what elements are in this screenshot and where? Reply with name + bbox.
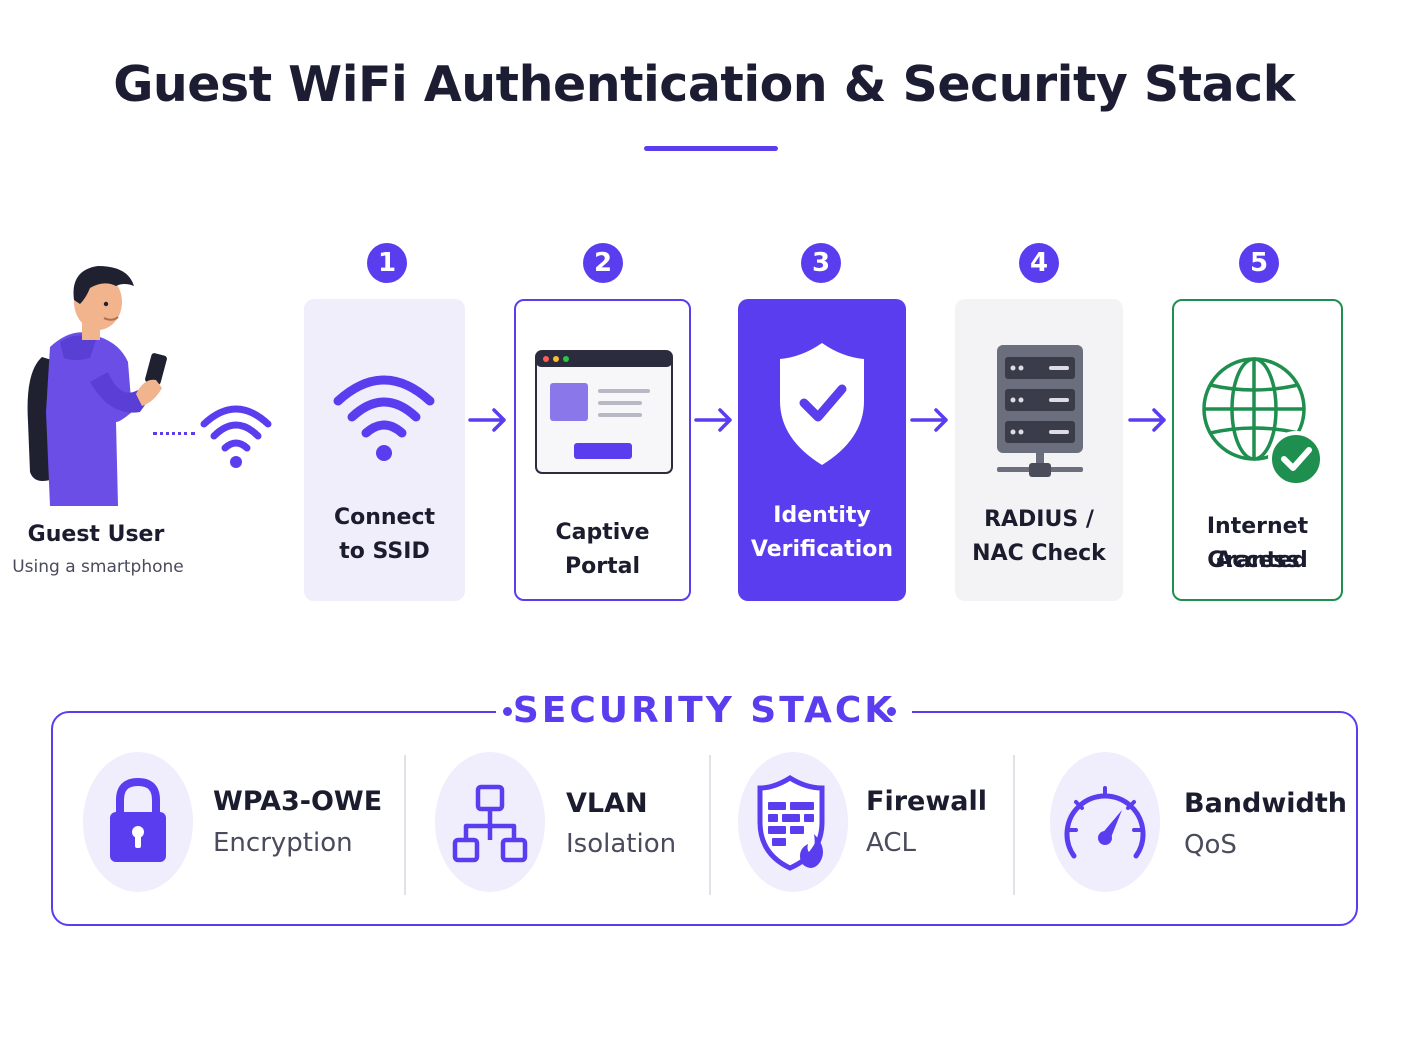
- server-icon: [995, 343, 1085, 485]
- step-1-label-line2: to SSID: [339, 539, 430, 564]
- guest-user-label: Guest User: [27, 522, 165, 547]
- guest-user-illustration: [20, 262, 180, 508]
- step-connect-ssid-card: Connect to SSID: [304, 299, 465, 601]
- step-2-label: Captive Portal: [555, 520, 650, 579]
- stack-divider: [1013, 755, 1015, 895]
- stack-item-3-subtitle: ACL: [866, 828, 916, 858]
- stack-item-4-title: Bandwidth: [1184, 788, 1348, 819]
- step-3-label-line1: Identity: [773, 503, 871, 528]
- padlock-icon: [106, 776, 170, 866]
- title-dot-right: [887, 707, 896, 716]
- step-1-badge: 1: [367, 243, 407, 283]
- step-2-badge: 2: [583, 243, 623, 283]
- step-3-badge: 3: [801, 243, 841, 283]
- firewall-shield-icon: [756, 774, 832, 872]
- title-dot-left: [503, 707, 512, 716]
- arrow-right-icon: [1126, 405, 1170, 435]
- stack-item-2-title: VLAN: [566, 788, 648, 819]
- security-stack-title-backdrop: [496, 686, 912, 738]
- title-underline: [644, 146, 778, 151]
- step-identity-verification-card: Identity Verification: [738, 299, 906, 601]
- network-tree-icon: [452, 784, 528, 864]
- stack-item-1-title: WPA3-OWE: [213, 786, 383, 817]
- stack-item-3-title: Firewall: [866, 786, 987, 817]
- step-4-label-line2: NAC Check: [972, 541, 1106, 566]
- security-stack-panel: [51, 711, 1358, 926]
- wifi-icon: [332, 367, 436, 467]
- stack-divider: [709, 755, 711, 895]
- stack-item-1-subtitle: Encryption: [213, 828, 353, 858]
- guest-user-subtitle: Using a smartphone: [12, 557, 184, 577]
- step-5-label-line1: Internet Access: [1206, 514, 1309, 573]
- stack-item-2-subtitle: Isolation: [566, 829, 677, 859]
- connection-dots: [153, 432, 195, 435]
- page-title: Guest WiFi Authentication & Security Sta…: [113, 56, 1295, 113]
- arrow-right-icon: [692, 405, 736, 435]
- shield-check-icon: [778, 339, 866, 469]
- step-1-label-line1: Connect: [333, 505, 436, 530]
- speedometer-icon: [1062, 780, 1148, 862]
- step-4-label-line1: RADIUS /: [984, 507, 1094, 532]
- step-3-label-line2: Verification: [750, 537, 894, 562]
- step-4-badge: 4: [1019, 243, 1059, 283]
- stack-divider: [404, 755, 406, 895]
- arrow-right-icon: [466, 405, 510, 435]
- arrow-right-icon: [908, 405, 952, 435]
- wifi-signal-icon: [198, 398, 274, 472]
- browser-window-icon: [534, 349, 674, 475]
- security-stack-title: SECURITY STACK: [512, 690, 896, 731]
- stack-item-4-subtitle: QoS: [1184, 830, 1237, 860]
- step-5-label-line2: Granted: [1207, 548, 1308, 573]
- step-radius-nac-card: RADIUS / NAC Check: [955, 299, 1123, 601]
- step-internet-access-card: Internet Access Granted: [1172, 299, 1343, 601]
- step-captive-portal-card: Captive Portal: [514, 299, 691, 601]
- globe-check-icon: [1200, 343, 1324, 493]
- step-5-badge: 5: [1239, 243, 1279, 283]
